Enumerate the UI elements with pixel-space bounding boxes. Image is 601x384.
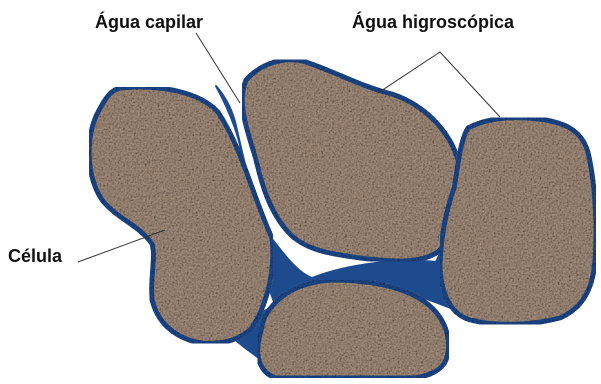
capillary-leader-line	[196, 33, 240, 103]
capillary-water-label: Água capilar	[95, 13, 203, 31]
hygroscopic-water-label: Água higroscópica	[352, 13, 514, 31]
soil-particle-upper-center	[242, 60, 461, 261]
soil-particle-right	[440, 118, 596, 325]
cell-label: Célula	[8, 247, 62, 265]
